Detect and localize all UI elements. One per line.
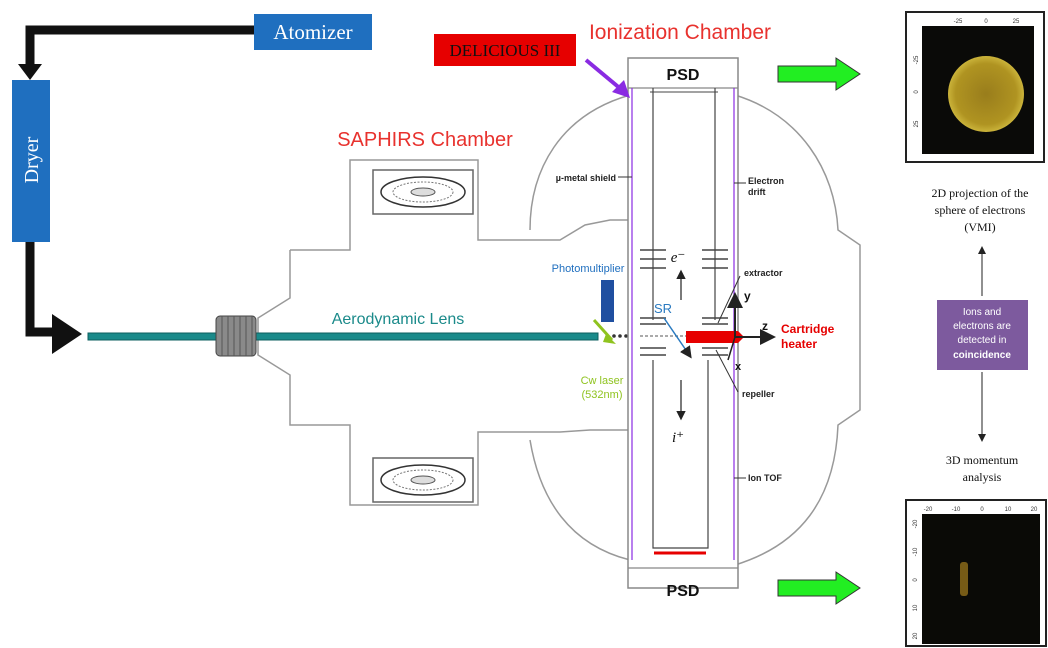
sr-label: SR bbox=[654, 301, 672, 316]
electron-drift-label-2: drift bbox=[748, 187, 766, 197]
aerodynamic-lens-label: Aerodynamic Lens bbox=[332, 311, 465, 328]
bottom-tick-y-4: 20 bbox=[913, 632, 919, 639]
delicious-label: DELICIOUS III bbox=[450, 41, 561, 60]
coincidence-line3: detected in bbox=[958, 335, 1007, 346]
turbo-pump-bottom bbox=[372, 457, 474, 503]
ion-image-bottom bbox=[905, 499, 1047, 647]
momentum-line2: analysis bbox=[963, 470, 1002, 484]
vmi-caption-line2: sphere of electrons bbox=[935, 203, 1026, 217]
delicious-box bbox=[434, 34, 576, 66]
atomizer-box bbox=[254, 14, 372, 50]
electron-drift-label: Electron bbox=[748, 176, 784, 186]
bottom-tick-x-3: 10 bbox=[1005, 507, 1012, 513]
cw-laser-label: Cw laser bbox=[581, 375, 624, 387]
bottom-tick-x-1: -10 bbox=[952, 507, 961, 513]
bottom-tick-y-2: 0 bbox=[913, 578, 919, 582]
dryer-label: Dryer bbox=[21, 136, 43, 183]
top-tick-x-0: -25 bbox=[954, 19, 963, 25]
ionization-chamber-title: Ionization Chamber bbox=[589, 21, 771, 44]
bottom-tick-x-0: -20 bbox=[924, 507, 933, 513]
electron-symbol: e⁻ bbox=[671, 250, 686, 266]
lens-inlet-arrowhead bbox=[52, 314, 82, 354]
atomizer-to-dryer-pipe bbox=[25, 25, 255, 68]
axis-z-label: z bbox=[762, 319, 768, 333]
cartridge-heater bbox=[686, 331, 744, 343]
top-tick-x-2: 25 bbox=[1013, 19, 1020, 25]
axis-y-label: y bbox=[744, 289, 751, 303]
green-arrow-bottom bbox=[777, 571, 861, 605]
top-tick-y-0: -25 bbox=[914, 55, 920, 64]
aerodynamic-lens bbox=[87, 315, 628, 357]
psd-top-label: PSD bbox=[667, 67, 700, 84]
cartridge-heater-label: Cartridge bbox=[781, 322, 835, 336]
bottom-tick-y-3: 10 bbox=[913, 604, 919, 611]
green-arrow-top bbox=[777, 57, 861, 91]
coincidence-line4: coincidence bbox=[953, 350, 1011, 361]
mu-metal-shield-label: µ-metal shield bbox=[556, 173, 616, 183]
atomizer-flow: Atomizer Dryer bbox=[12, 14, 372, 354]
bottom-tick-y-1: -10 bbox=[913, 547, 919, 556]
cw-laser-wavelength: (532nm) bbox=[582, 389, 623, 401]
cw-laser-beam bbox=[592, 318, 614, 342]
axis-x-label: x bbox=[735, 361, 742, 373]
photomultiplier-label: Photomultiplier bbox=[552, 263, 625, 275]
cartridge-heater-label-2: heater bbox=[781, 337, 817, 351]
dryer-box bbox=[12, 80, 50, 242]
photomultiplier-tube bbox=[601, 280, 614, 322]
coincidence-line1: Ions and bbox=[963, 307, 1001, 318]
coincidence-box bbox=[937, 300, 1028, 370]
top-tick-x-1: 0 bbox=[984, 19, 988, 25]
coincidence-line2: electrons are bbox=[953, 321, 1011, 332]
bottom-tick-x-2: 0 bbox=[980, 507, 984, 513]
vmi-caption-line1: 2D projection of the bbox=[932, 186, 1029, 200]
top-tick-y-2: 25 bbox=[914, 120, 920, 127]
bottom-tick-x-4: 20 bbox=[1031, 507, 1038, 513]
repeller-label: repeller bbox=[742, 389, 775, 399]
pipe-arrowhead bbox=[18, 64, 42, 80]
vmi-caption-line3: (VMI) bbox=[964, 220, 995, 234]
momentum-line1: 3D momentum bbox=[946, 453, 1019, 467]
ion-tof-label: Ion TOF bbox=[748, 473, 782, 483]
bottom-tick-y-0: -20 bbox=[913, 519, 919, 528]
extractor-label: extractor bbox=[744, 268, 783, 278]
spectrometer bbox=[627, 57, 776, 589]
saphirs-chamber-title: SAPHIRS Chamber bbox=[337, 129, 513, 151]
cw-laser-arrowhead bbox=[603, 334, 616, 344]
saphirs-chamber bbox=[257, 94, 861, 566]
atomizer-label: Atomizer bbox=[273, 20, 352, 44]
ion-symbol: i⁺ bbox=[672, 430, 684, 446]
top-tick-y-1: 0 bbox=[914, 90, 920, 94]
psd-bottom-label: PSD bbox=[667, 583, 700, 600]
turbo-pump-top bbox=[372, 169, 474, 215]
delicious-pointer-line bbox=[584, 58, 624, 92]
delicious-pointer-arrowhead bbox=[612, 80, 630, 98]
vmi-image-top bbox=[905, 11, 1045, 163]
dryer-to-lens-pipe bbox=[25, 242, 62, 337]
